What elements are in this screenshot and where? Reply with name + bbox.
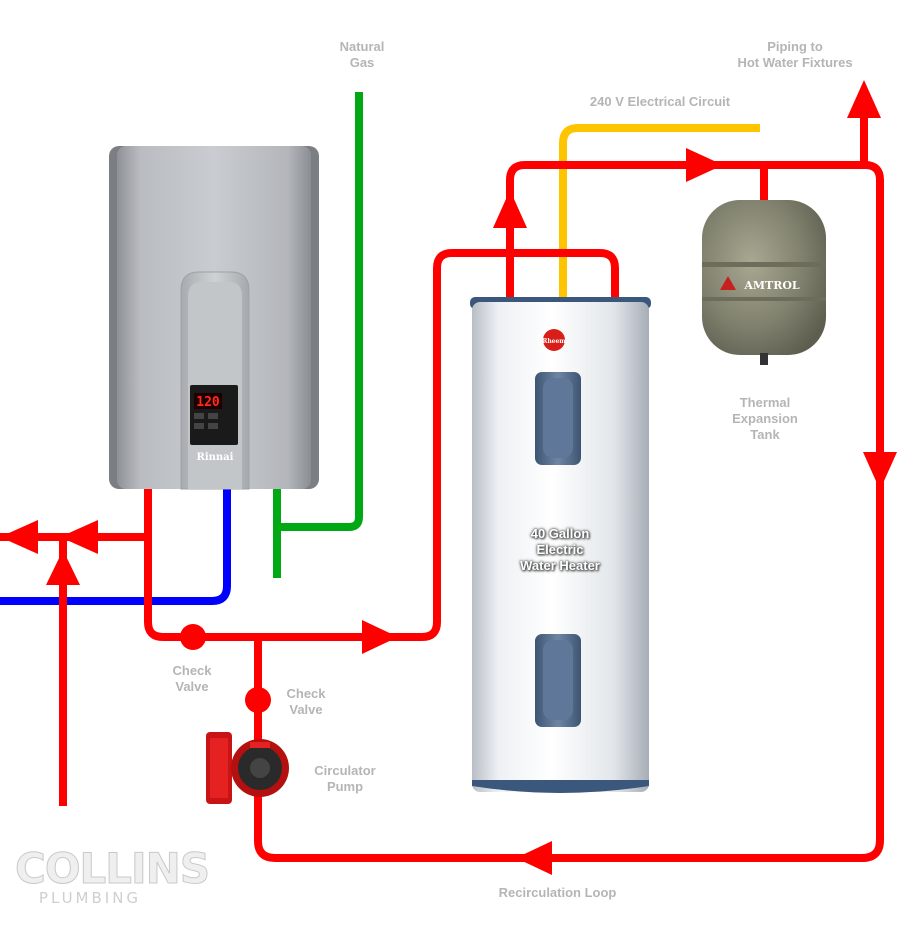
natural-gas-label: Natural Gas <box>339 39 385 70</box>
check-valve-label-1: Check Valve <box>172 663 212 694</box>
electrical-circuit-line <box>559 124 760 300</box>
tank-brand-logo: Rheem <box>542 338 566 345</box>
thermal-expansion-tank: AMTROL <box>702 200 826 365</box>
electrical-circuit-label: 240 V Electrical Circuit <box>589 94 731 109</box>
logo-line-2: PLUMBING <box>38 889 142 907</box>
expansion-tank-brand-logo: AMTROL <box>743 279 800 292</box>
circulator-pump-label: Circulator Pump <box>314 763 376 794</box>
tank-water-heater: Rheem <box>470 297 651 793</box>
water-heater-label: 40 Gallon Electric Water Heater <box>520 526 600 573</box>
amtrol-logo-icon <box>720 276 736 290</box>
tankless-temperature-display: 120 <box>196 395 220 410</box>
piping-to-fixtures-label: Piping to Hot Water Fixtures <box>737 39 853 70</box>
check-valve-2 <box>245 687 271 713</box>
circulator-pump <box>206 732 289 804</box>
gas-line <box>273 92 363 578</box>
flow-arrows <box>0 80 897 875</box>
rheem-logo-icon <box>543 329 565 351</box>
cold-water-line <box>0 488 231 605</box>
collins-plumbing-logo: COLLINS PLUMBING <box>15 844 211 907</box>
tankless-water-heater: 120 Rinnai <box>109 146 319 490</box>
recirculation-loop-label: Recirculation Loop <box>498 885 617 900</box>
check-valve-label-2: Check Valve <box>286 686 326 717</box>
tankless-brand-logo: Rinnai <box>197 452 234 463</box>
check-valve-1 <box>180 624 206 650</box>
logo-line-1: COLLINS <box>15 844 211 893</box>
thermal-expansion-tank-label: Thermal Expansion Tank <box>732 395 798 442</box>
